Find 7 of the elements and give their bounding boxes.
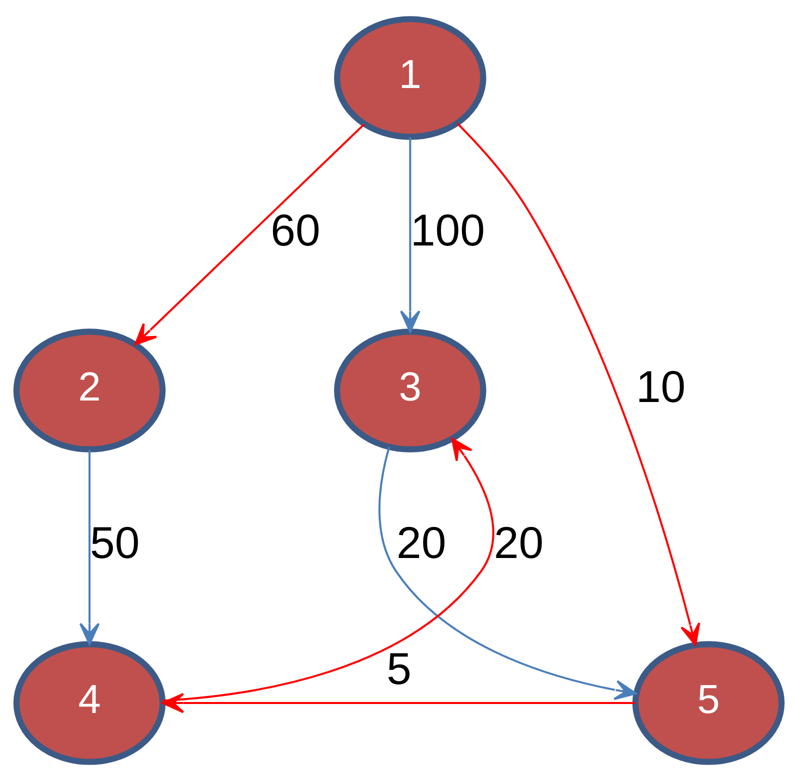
edge-label: 50 <box>90 518 140 568</box>
edge-label: 20 <box>396 518 446 568</box>
edge-label: 5 <box>386 644 412 694</box>
edge-label: 10 <box>636 362 686 412</box>
edge-label: 20 <box>494 518 544 568</box>
edge-label: 100 <box>410 206 485 256</box>
edge-label: 60 <box>270 206 320 256</box>
